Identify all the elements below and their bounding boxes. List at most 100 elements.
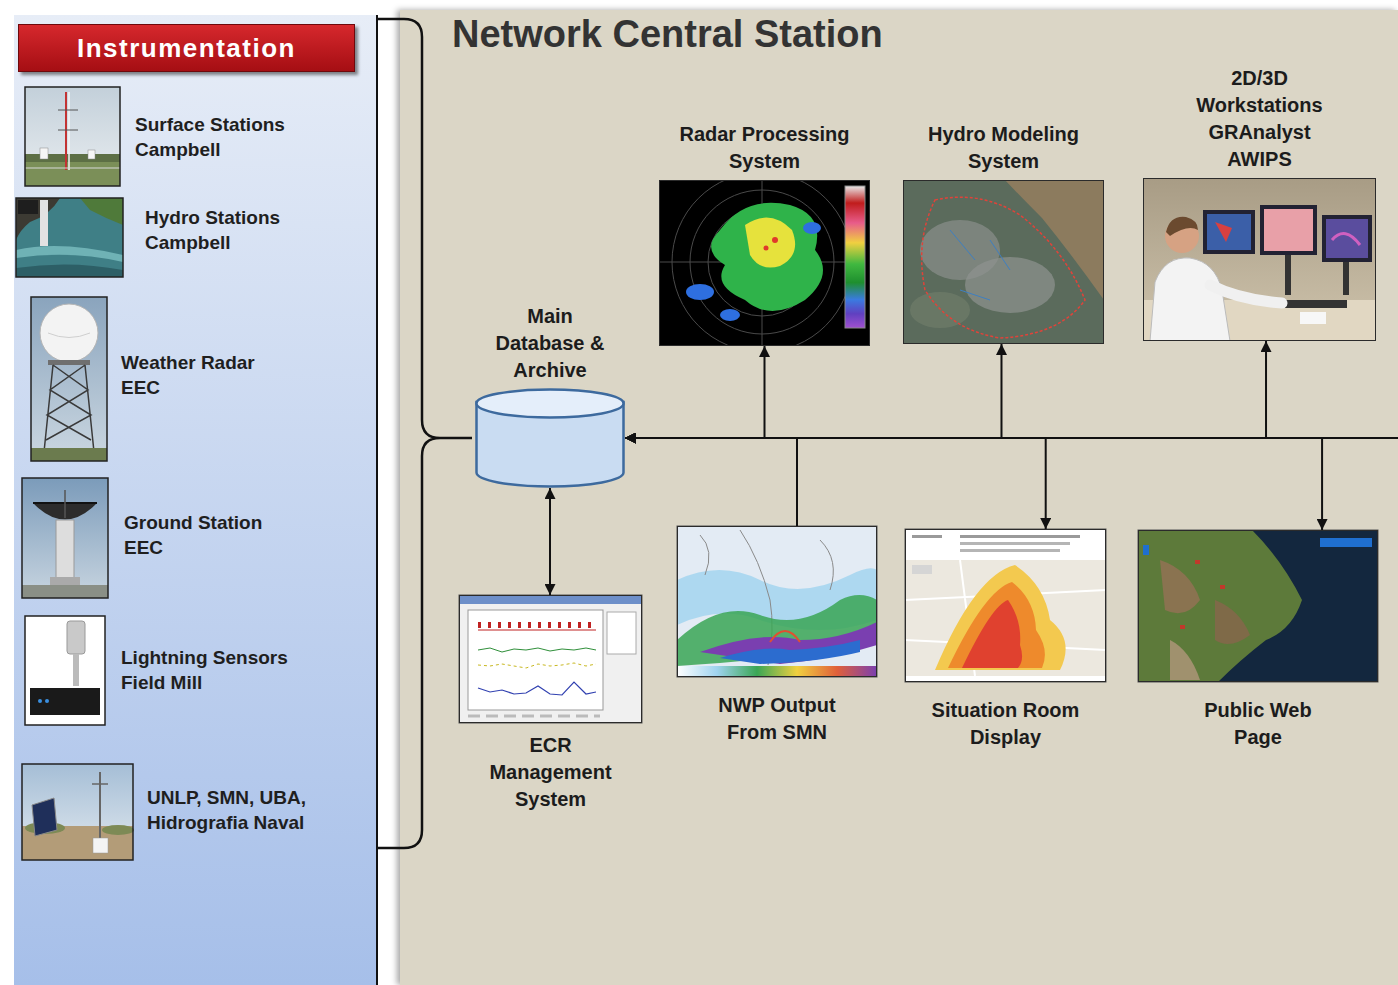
web-page-image: [1143, 545, 1149, 555]
web-page-image: [1138, 530, 1372, 682]
bus-connector: [549, 488, 551, 595]
radar-image: [659, 172, 870, 352]
web-page-image: [1180, 625, 1185, 629]
situation-map-image: [905, 529, 1106, 682]
instrument-label: Surface Stations Campbell: [135, 112, 315, 162]
workstation-photo: [1143, 178, 1376, 341]
radar-image: [686, 284, 714, 300]
ecr-box: ECR Management System: [459, 595, 642, 723]
radar-image: [659, 180, 870, 346]
hydro-station-photo: [16, 198, 123, 277]
hydro-model-box: Hydro Modeling System: [903, 180, 1104, 344]
workstation-photo: [1260, 205, 1317, 255]
ground-station-photo: [64, 490, 66, 518]
lightning-sensor-photo: [38, 699, 42, 703]
web-page-image: [1138, 530, 1378, 682]
surface-station-photo: [25, 87, 120, 186]
surface-station-photo: [40, 148, 48, 159]
radar-image: [772, 237, 778, 243]
instrument-label: Lightning Sensors Field Mill: [121, 645, 306, 695]
component-label: Situation Room Display: [906, 697, 1106, 751]
workstation-photo: [1285, 300, 1347, 308]
workstation-photo: [1215, 222, 1232, 242]
situation-map-image: [905, 560, 1106, 676]
weather-radar-photo: [31, 297, 107, 461]
surface-station-photo: [25, 87, 120, 186]
component-label: Public Web Page: [1188, 697, 1328, 751]
ground-station-photo: [22, 585, 108, 598]
lightning-sensor-photo: [25, 616, 105, 725]
instrument-label: UNLP, SMN, UBA, Hidrografia Naval: [147, 785, 347, 835]
web-page-image: [1160, 560, 1200, 613]
workstation-photo: [1143, 178, 1376, 341]
surface-station-photo: [58, 110, 78, 111]
weather-radar-photo: [31, 448, 107, 461]
panel-heading: Instrumentation: [18, 24, 355, 72]
situation-map-image: [962, 600, 1022, 668]
workstation-photo: [1326, 219, 1368, 258]
hydro-model-image: [903, 180, 1104, 344]
partner-station-photo: [32, 798, 57, 836]
lightning-sensor-photo: [45, 699, 49, 703]
ecr-chart-image: [459, 595, 642, 723]
situation-map-image: [960, 549, 1060, 552]
nwp-map-image: [720, 640, 860, 664]
radar-image: [659, 180, 852, 346]
hydro-station-photo: [16, 246, 123, 262]
ecr-chart-image: [459, 595, 642, 604]
partner-station-photo: [22, 764, 133, 860]
workstation-photo: [1207, 214, 1251, 250]
ground-station-photo: [22, 478, 108, 598]
radar-image: [764, 246, 769, 251]
hydro-station-photo: [16, 198, 60, 240]
web-page-image: [1320, 538, 1372, 547]
nwp-map-image: [677, 526, 877, 677]
weather-radar-photo: [31, 297, 107, 461]
workstation-photo: [1203, 210, 1255, 254]
surface-station-photo: [68, 92, 70, 170]
workstation-photo: [1166, 217, 1198, 236]
partner-station-photo: [99, 772, 101, 845]
surface-station-photo: [88, 150, 95, 159]
hydro-station-photo: [16, 198, 123, 277]
situation-map-image: [960, 542, 1070, 545]
database-cylinder-outline: [475, 388, 625, 488]
situation-map-image: [948, 582, 1045, 668]
situation-map-image: [912, 565, 932, 574]
instrument-label: Hydro Stations Campbell: [145, 205, 325, 255]
ecr-chart-image: [478, 622, 596, 628]
surface-station-photo: [65, 92, 67, 170]
ecr-chart-image: [468, 610, 603, 710]
hydro-station-photo: [16, 264, 123, 277]
radar-image: [845, 186, 865, 328]
surface-station-photo: [25, 154, 120, 163]
workstation-photo: [1285, 255, 1291, 295]
surface-station-photo: [25, 87, 120, 186]
hydro-station-photo: [18, 200, 38, 214]
ecr-chart-image: [478, 663, 596, 668]
partner-station-photo: [102, 825, 134, 835]
situation-map-image: [935, 565, 1066, 670]
web-page-box: Public Web Page: [1138, 530, 1378, 682]
partner-station-photo: [93, 838, 108, 853]
component-label: Hydro Modeling System: [899, 121, 1109, 175]
weather-radar-photo: [48, 333, 90, 338]
situation-map-image: [912, 535, 942, 538]
component-label: Radar Processing System: [657, 121, 872, 175]
ground-station-photo: [22, 478, 108, 598]
lightning-sensor-photo: [25, 616, 105, 725]
nwp-map-image: [677, 526, 877, 677]
workstation-photo: [1343, 262, 1349, 295]
ecr-chart-image: [459, 595, 642, 723]
instrument-label: Ground Station EEC: [124, 510, 289, 560]
component-label: ECR Management System: [478, 732, 623, 813]
panel-title: Network Central Station: [452, 12, 883, 58]
hydro-station-photo: [80, 198, 123, 225]
radar-system-box: Radar Processing System: [659, 180, 870, 346]
workstation-photo: [1264, 209, 1313, 251]
ecr-chart-image: [459, 595, 642, 723]
nwp-map-image: [677, 666, 877, 677]
component-label: 2D/3D Workstations GRAnalyst AWIPS: [1182, 65, 1337, 173]
ecr-chart-image: [468, 715, 600, 718]
web-page-image: [1215, 600, 1250, 644]
